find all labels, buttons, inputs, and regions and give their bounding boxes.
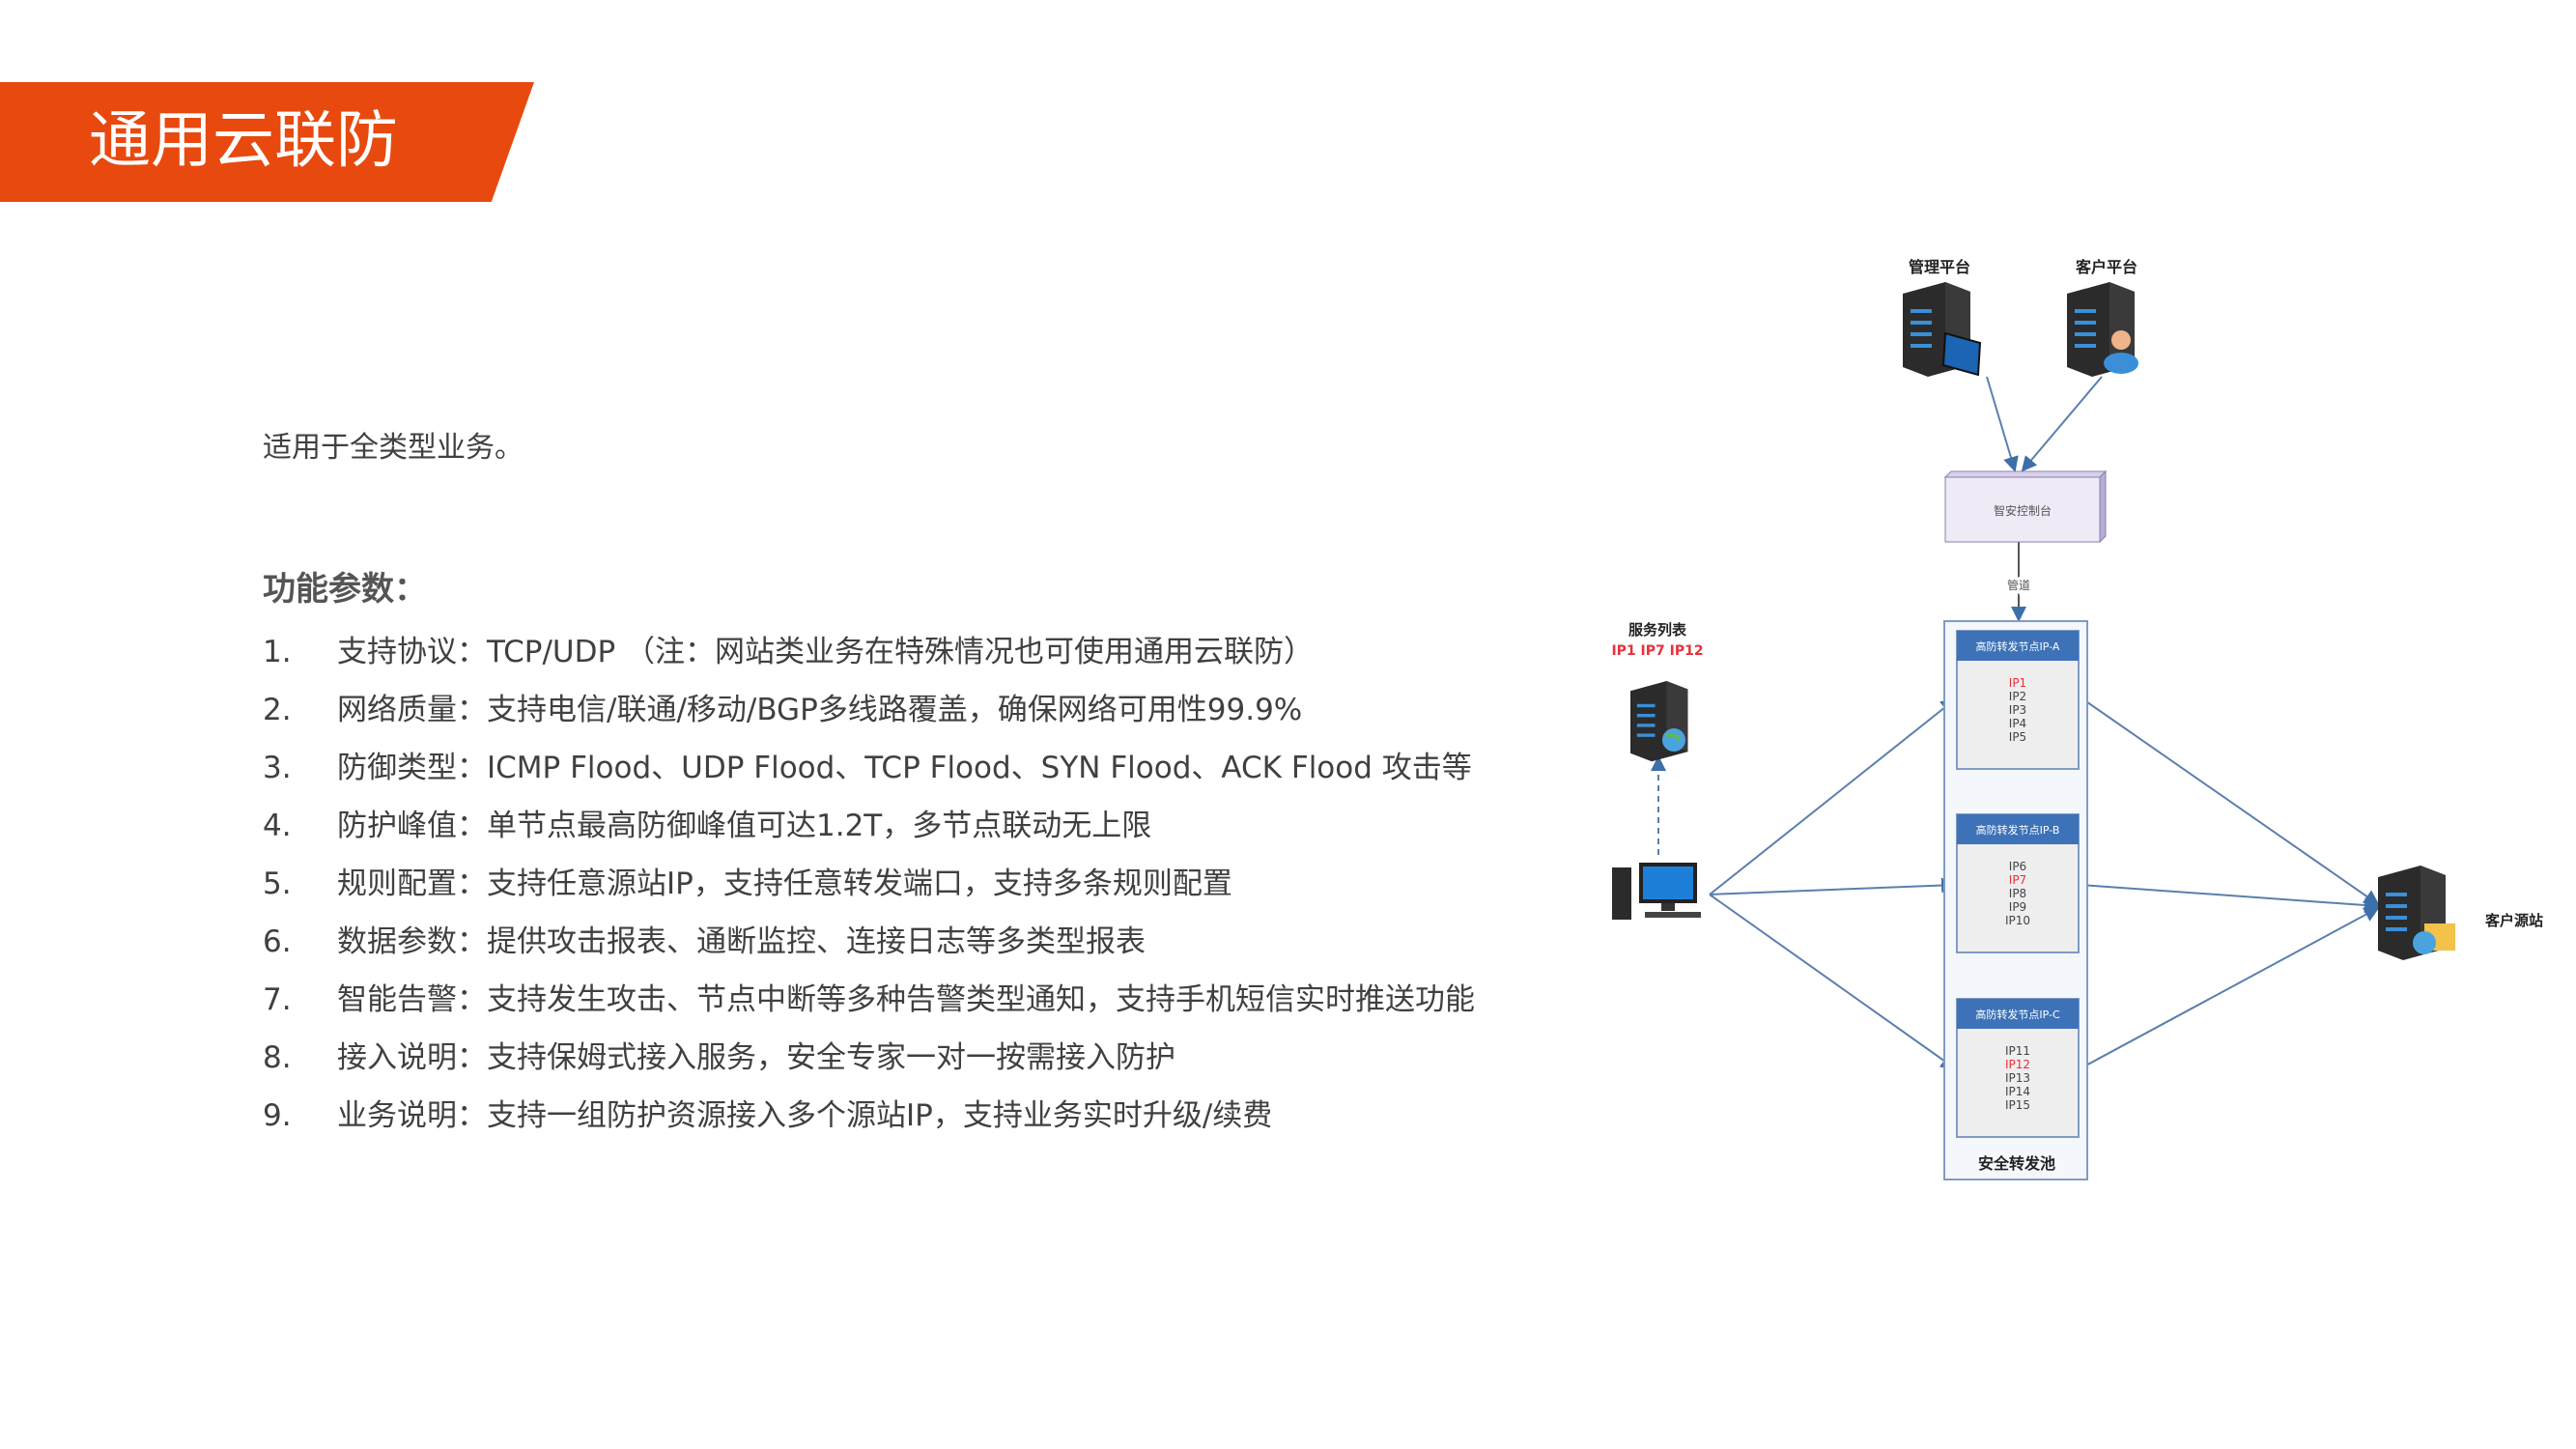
globe-icon <box>2413 931 2436 954</box>
desktop-pc-icon <box>1612 863 1701 920</box>
node-ip: IP2 <box>2009 690 2026 703</box>
connector <box>1986 376 2019 472</box>
connector <box>2021 376 2103 472</box>
service-ips: IP1 IP7 IP12 <box>1611 643 1703 659</box>
title-banner <box>0 82 534 202</box>
pool-label: 安全转发池 <box>1978 1154 2055 1173</box>
node-ip: IP8 <box>2009 887 2026 900</box>
node-ip: IP7 <box>2009 873 2026 887</box>
node-ip: IP9 <box>2009 900 2026 914</box>
connector <box>2080 884 2380 913</box>
connector <box>2080 696 2380 906</box>
node-ip: IP14 <box>2005 1085 2030 1098</box>
node-header <box>1957 814 2079 844</box>
node-ip: IP6 <box>2009 860 2026 873</box>
node-title: 高防转发节点IP-B <box>1976 823 2060 837</box>
node-title: 高防转发节点IP-A <box>1976 639 2060 653</box>
globe-icon <box>1662 728 1685 752</box>
connector <box>1709 877 1957 895</box>
node-ip: IP11 <box>2005 1044 2030 1058</box>
pipe-label: 管道 <box>2007 578 2030 592</box>
monitor-icon <box>1941 331 1982 377</box>
list-item: 4.防护峰值：单节点最高防御峰值可达1.2T，多节点联动无上限 <box>263 809 1152 843</box>
user-icon <box>2104 330 2138 374</box>
console-label: 智安控制台 <box>1994 503 2052 518</box>
list-item: 6.数据参数：提供攻击报表、通断监控、连接日志等多类型报表 <box>263 924 1146 959</box>
node-ip: IP10 <box>2005 914 2030 927</box>
console-box <box>1943 469 2108 544</box>
node-ip: IP12 <box>2005 1058 2030 1071</box>
client-platform-label: 客户平台 <box>2076 258 2137 276</box>
connector <box>1709 697 1957 895</box>
node-ip: IP4 <box>2009 717 2026 730</box>
mgmt-platform-label: 管理平台 <box>1909 258 1970 276</box>
connector <box>2080 907 2380 1069</box>
params-list: 1.支持协议：TCP/UDP （注：网站类业务在特殊情况也可使用通用云联防） 2… <box>263 633 1475 1154</box>
list-item: 5.规则配置：支持任意源站IP，支持任意转发端口，支持多条规则配置 <box>263 867 1232 901</box>
intro-text: 适用于全类型业务。 <box>263 431 524 465</box>
list-item: 2.网络质量：支持电信/联通/移动/BGP多线路覆盖，确保网络可用性99.9% <box>263 693 1303 727</box>
origin-label: 客户源站 <box>2484 912 2543 929</box>
node-title: 高防转发节点IP-C <box>1975 1008 2060 1021</box>
node-ip: IP5 <box>2009 730 2026 744</box>
list-item: 1.支持协议：TCP/UDP （注：网站类业务在特殊情况也可使用通用云联防） <box>263 635 1315 669</box>
list-item: 7.智能告警：支持发生攻击、节点中断等多种告警类型通知，支持手机短信实时推送功能 <box>263 982 1475 1017</box>
page-title: 通用云联防 <box>89 105 398 177</box>
node-ip: IP13 <box>2005 1071 2030 1085</box>
list-item: 9.业务说明：支持一组防护资源接入多个源站IP，支持业务实时升级/续费 <box>263 1098 1273 1133</box>
node-ip: IP1 <box>2009 676 2026 690</box>
connector <box>1709 894 1957 1070</box>
node-ip: IP15 <box>2005 1098 2030 1112</box>
list-item: 3.防御类型：ICMP Flood、UDP Flood、TCP Flood、SY… <box>263 751 1472 785</box>
node-header <box>1957 999 2079 1029</box>
service-list-label: 服务列表 <box>1628 621 1687 639</box>
node-header <box>1957 631 2079 661</box>
list-item: 8.接入说明：支持保姆式接入服务，安全专家一对一按需接入防护 <box>263 1040 1175 1075</box>
params-heading: 功能参数： <box>263 570 427 609</box>
node-ip: IP3 <box>2009 703 2026 717</box>
